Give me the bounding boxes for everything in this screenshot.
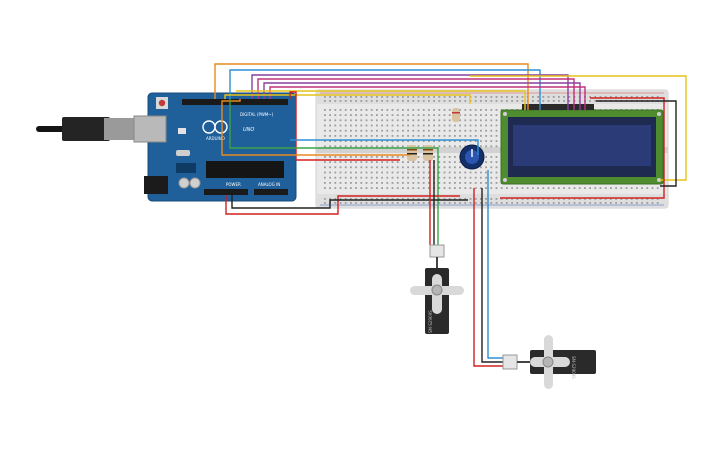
lcd-pin-header: [522, 104, 594, 110]
resistor-1[interactable]: [407, 145, 417, 161]
usb-cable: [36, 126, 66, 132]
wire-purple-1: [251, 74, 569, 110]
servo2-blue: [487, 170, 503, 359]
digital-header-label: DIGITAL (PWM~): [240, 112, 274, 117]
resistor-3[interactable]: [452, 108, 460, 122]
servo1-connector: [429, 244, 445, 258]
wire-blue-mid: [290, 139, 479, 155]
servo2-connector: [502, 354, 518, 370]
servo-motor-2[interactable]: SM-S2909S: [502, 335, 596, 389]
servo2-model-label: SM-S2909S: [571, 356, 576, 379]
resistor-2[interactable]: [423, 145, 433, 161]
wire-black-right: [596, 100, 677, 187]
servo2-black: [481, 188, 503, 363]
wire-magenta-1: [257, 78, 575, 110]
wire-red-right: [500, 97, 665, 199]
lcd-16x2[interactable]: [500, 104, 664, 185]
board-brand: ARDUINO: [206, 136, 225, 141]
servo-motor-1[interactable]: SM-S2909S: [410, 244, 464, 334]
servo2-red: [473, 188, 503, 367]
wire-red-bottom: [225, 195, 460, 215]
wires: [214, 63, 687, 367]
wire-red-left: [289, 91, 400, 161]
digital-header: [182, 99, 288, 105]
potentiometer[interactable]: [459, 144, 485, 170]
power-jack: [144, 176, 168, 194]
usb-port: [133, 115, 167, 143]
wire-yellow-long: [236, 90, 526, 110]
servo1-model-label: SM-S2909S: [428, 310, 433, 333]
usb-plug: [62, 117, 110, 141]
wire-blue-top: [229, 69, 541, 110]
analog-header-label: ANALOG IN: [258, 182, 280, 187]
analog-header: [254, 189, 288, 195]
atmega-chip: [206, 161, 284, 178]
power-header-label: POWER: [226, 182, 241, 187]
board-model: UNO: [243, 127, 254, 133]
arduino-uno-board[interactable]: ARDUINO UNO DIGITAL (PWM~) POWER ANALOG …: [36, 92, 297, 202]
wire-black-bottom: [231, 195, 468, 209]
wire-magenta-2: [269, 86, 586, 110]
wire-orange-left: [221, 99, 410, 156]
wire-yellow-top: [224, 75, 687, 181]
arduino-logo: [202, 120, 228, 134]
power-header: [204, 189, 248, 195]
